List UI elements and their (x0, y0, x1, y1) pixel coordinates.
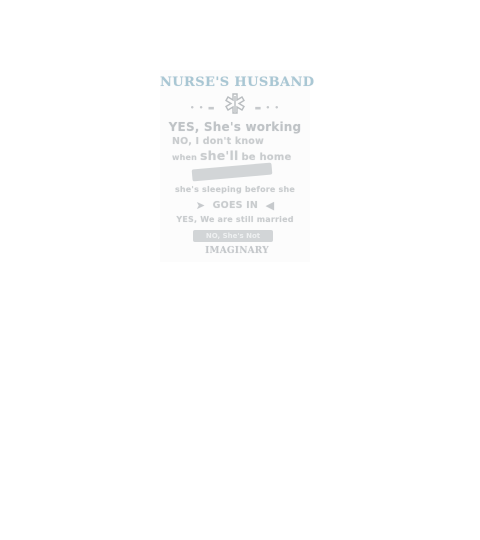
line-goes-in-text: GOES IN (212, 200, 259, 211)
emblem-dots-left: • • ▬ (190, 104, 216, 112)
line-when: when (172, 153, 198, 162)
line-shell: she'll (200, 148, 239, 163)
banner-ribbon-1 (191, 162, 273, 182)
line-still-married: YES, We are still married (176, 215, 294, 224)
line-be-home: be home (241, 152, 292, 163)
arrow-right-icon: ➤ (195, 199, 206, 212)
line-no-dont-know: NO, I don't know (172, 136, 265, 147)
design-title: NURSE'S HUSBAND (160, 75, 315, 90)
emblem-dots-right: ▬ • • (254, 104, 280, 112)
line-imaginary: IMAGINARY (205, 246, 269, 256)
shirt-design: NURSE'S HUSBAND • • ▬ ▬ • • YES, She's w… (160, 70, 315, 262)
line-goes-in: ➤ GOES IN ◀ (160, 199, 310, 212)
line-sleeping: she's sleeping before she (174, 185, 296, 194)
line-when-home: when she'll be home (172, 148, 322, 163)
emblem-row: • • ▬ ▬ • • (190, 92, 280, 116)
banner-ribbon-2: NO, She's Not (193, 230, 273, 242)
line-yes-working: YES, She's working (168, 120, 302, 134)
arrow-left-icon: ◀ (265, 199, 275, 212)
star-of-life-emblem-icon (225, 93, 245, 114)
